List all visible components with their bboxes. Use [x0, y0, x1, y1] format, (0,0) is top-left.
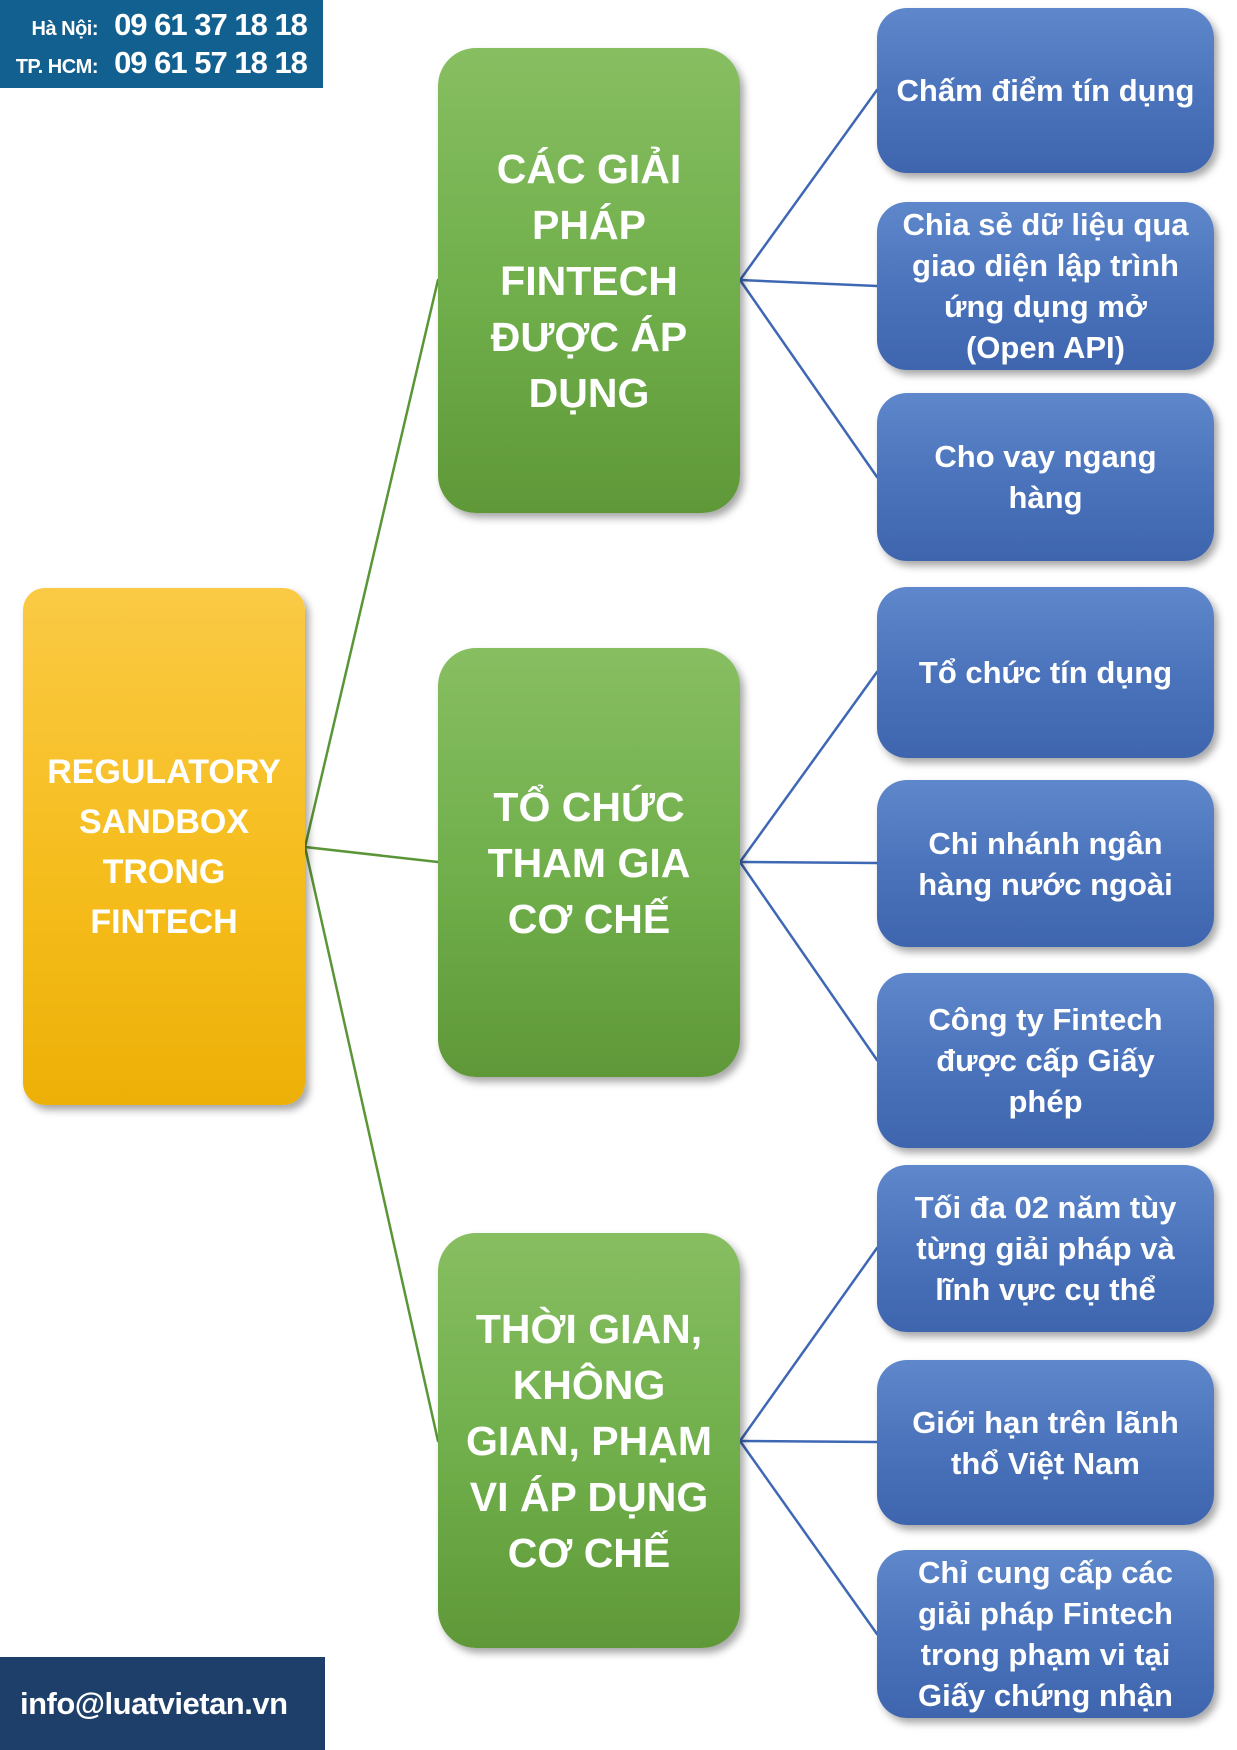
connector-branch3-leaf9 [738, 1439, 879, 1636]
connector-root-branch1 [303, 278, 440, 849]
branch-node-to-chuc-tham-gia: TỔ CHỨC THAM GIA CƠ CHẾ [438, 648, 740, 1077]
leaf-node-toi-da-02-nam: Tối đa 02 năm tùy từng giải pháp và lĩnh… [877, 1165, 1214, 1332]
connector-branch3-leaf8 [738, 1439, 879, 1444]
root-node-regulatory-sandbox: REGULATORY SANDBOX TRONG FINTECH [23, 588, 305, 1105]
contact-row-hcm: TP. HCM: 09 61 57 18 18 [0, 45, 323, 81]
contact-phone-bar: Hà Nội: 09 61 37 18 18 TP. HCM: 09 61 57… [0, 0, 323, 88]
branch-to-leaf-connectors [738, 88, 879, 1636]
connector-root-branch3 [303, 845, 440, 1443]
branch-node-giai-phap-fintech: CÁC GIẢI PHÁP FINTECH ĐƯỢC ÁP DỤNG [438, 48, 740, 513]
leaf-node-pham-vi-giay-chung-nhan: Chỉ cung cấp các giải pháp Fintech trong… [877, 1550, 1214, 1718]
connector-branch2-leaf4 [738, 670, 879, 864]
connector-branch1-leaf2 [738, 278, 879, 288]
leaf-node-to-chuc-tin-dung: Tổ chức tín dụng [877, 587, 1214, 758]
contact-row-hanoi: Hà Nội: 09 61 37 18 18 [0, 7, 323, 43]
hanoi-label: Hà Nội: [31, 18, 99, 40]
leaf-node-chi-nhanh-ngan-hang: Chi nhánh ngân hàng nước ngoài [877, 780, 1214, 947]
connector-branch2-leaf5 [738, 860, 879, 865]
leaf-node-cho-vay-ngang-hang: Cho vay ngang hàng [877, 393, 1214, 561]
email-bar: info@luatvietan.vn [0, 1657, 325, 1750]
hcm-phone-number: 09 61 57 18 18 [114, 45, 308, 80]
connector-branch1-leaf1 [738, 88, 879, 282]
hcm-label: TP. HCM: [15, 56, 99, 78]
connector-branch1-leaf3 [738, 278, 879, 479]
connector-branch3-leaf7 [738, 1246, 879, 1443]
email-address: info@luatvietan.vn [20, 1685, 288, 1721]
branch-node-thoi-gian-pham-vi: THỜI GIAN, KHÔNG GIAN, PHẠM VI ÁP DỤNG C… [438, 1233, 740, 1648]
hanoi-phone-number: 09 61 37 18 18 [114, 7, 308, 42]
leaf-node-open-api: Chia sẻ dữ liệu qua giao diện lập trình … [877, 202, 1214, 370]
root-to-branch-connectors [303, 278, 440, 1443]
leaf-node-lanh-tho-viet-nam: Giới hạn trên lãnh thổ Việt Nam [877, 1360, 1214, 1525]
connector-branch2-leaf6 [738, 860, 879, 1062]
connector-root-branch2 [303, 845, 440, 864]
leaf-node-cong-ty-fintech: Công ty Fintech được cấp Giấy phép [877, 973, 1214, 1148]
leaf-node-cham-diem-tin-dung: Chấm điểm tín dụng [877, 8, 1214, 173]
